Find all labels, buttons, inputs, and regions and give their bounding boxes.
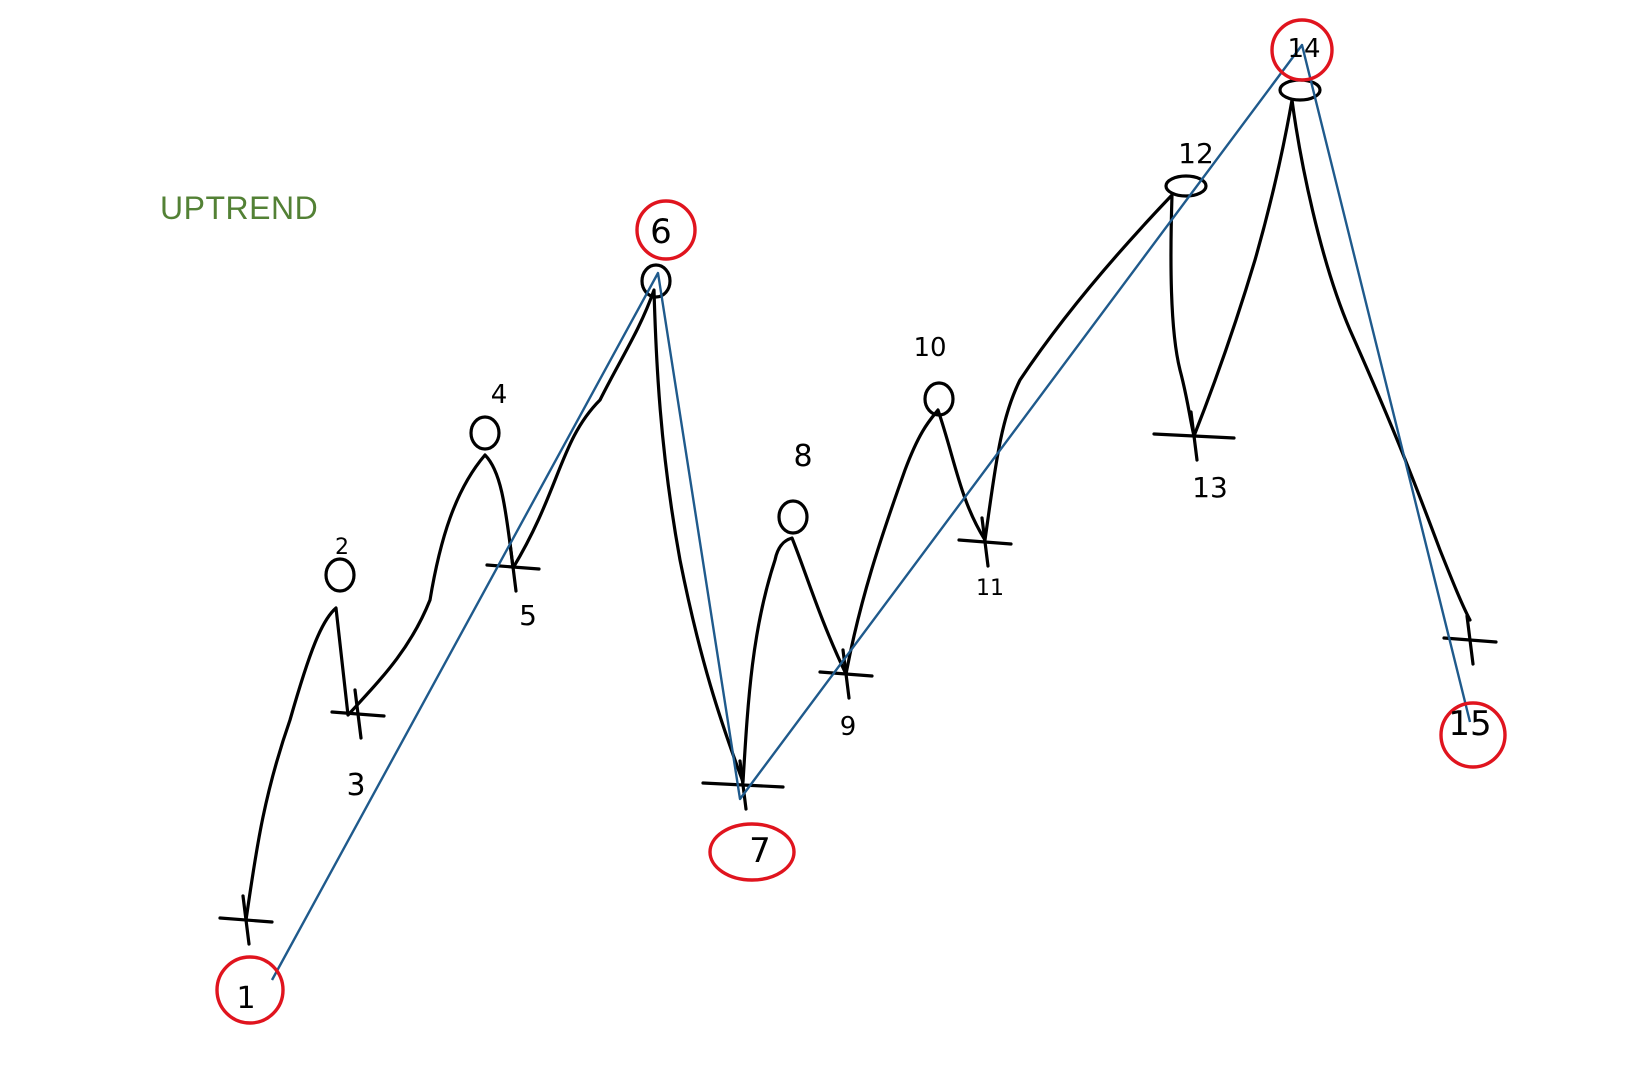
point-label-13: 13: [1192, 471, 1228, 504]
swing-markers: [218, 78, 1498, 946]
highlight-circle-6: [635, 199, 697, 261]
point-label-3: 3: [346, 768, 365, 803]
point-label-14: 14: [1287, 34, 1320, 64]
point-label-6: 6: [650, 212, 672, 252]
point-label-9: 9: [840, 712, 857, 742]
swing-low-marker: [1442, 614, 1498, 666]
point-label-7: 7: [749, 831, 771, 871]
trendline-segments: [270, 43, 1472, 981]
highlight-circle-15: [1439, 701, 1507, 769]
point-label-5: 5: [519, 599, 537, 632]
highlight-circle-7: [708, 822, 796, 882]
point-label-10: 10: [913, 333, 946, 363]
point-label-8: 8: [793, 439, 812, 474]
swing-low-marker: [1152, 410, 1236, 462]
price-path-line: [244, 98, 1472, 922]
swing-low-marker: [485, 541, 541, 593]
price-path: [244, 98, 1472, 922]
diagram-title: UPTREND: [160, 190, 319, 226]
trendline: [270, 43, 1472, 981]
swing-high-marker: [324, 557, 356, 593]
swing-low-marker: [957, 516, 1013, 568]
swing-high-marker: [777, 499, 809, 535]
point-label-1: 1: [236, 981, 255, 1016]
point-label-12: 12: [1178, 137, 1214, 170]
swing-high-marker: [640, 263, 672, 299]
highlight-circles: [215, 18, 1507, 1025]
swing-low-marker: [330, 688, 386, 740]
highlight-circle-14: [1270, 18, 1334, 82]
point-label-2: 2: [335, 535, 349, 560]
swing-high-marker: [923, 381, 955, 417]
swing-low-marker: [701, 759, 785, 811]
point-label-4: 4: [491, 380, 508, 410]
swing-high-marker: [469, 415, 501, 451]
point-label-15: 15: [1448, 704, 1491, 744]
point-label-11: 11: [976, 576, 1004, 601]
swing-high-marker: [1164, 174, 1208, 198]
highlight-circle-1: [215, 955, 285, 1025]
swing-low-marker: [218, 894, 274, 946]
